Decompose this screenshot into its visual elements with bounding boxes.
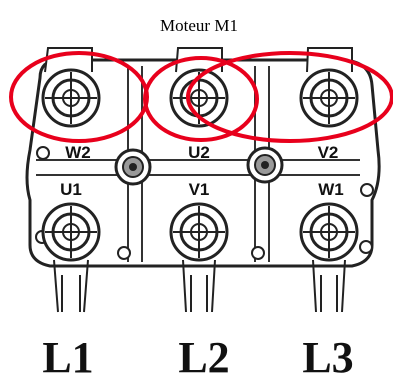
top-lug-v2 xyxy=(299,47,359,128)
mounting-holes xyxy=(35,146,374,260)
bottom-lug-w1 xyxy=(299,202,359,313)
terminal-label-v1: V1 xyxy=(189,180,210,199)
motor-title: Moteur M1 xyxy=(160,16,238,35)
bridge-stud-right xyxy=(246,146,284,184)
terminal-label-w2: W2 xyxy=(65,143,91,162)
top-lug-w2 xyxy=(41,47,101,128)
bottom-lug-v1 xyxy=(169,202,229,313)
line-label-l2: L2 xyxy=(178,333,229,376)
terminal-label-u1: U1 xyxy=(60,180,82,199)
bottom-lug-u1 xyxy=(41,202,101,313)
terminal-label-w1: W1 xyxy=(318,180,344,199)
line-label-l1: L1 xyxy=(42,333,93,376)
red-highlight-ellipses xyxy=(9,51,393,143)
line-label-l3: L3 xyxy=(302,333,353,376)
terminal-label-v2: V2 xyxy=(318,143,339,162)
terminal-label-u2: U2 xyxy=(188,143,210,162)
bridge-stud-left xyxy=(114,148,152,186)
